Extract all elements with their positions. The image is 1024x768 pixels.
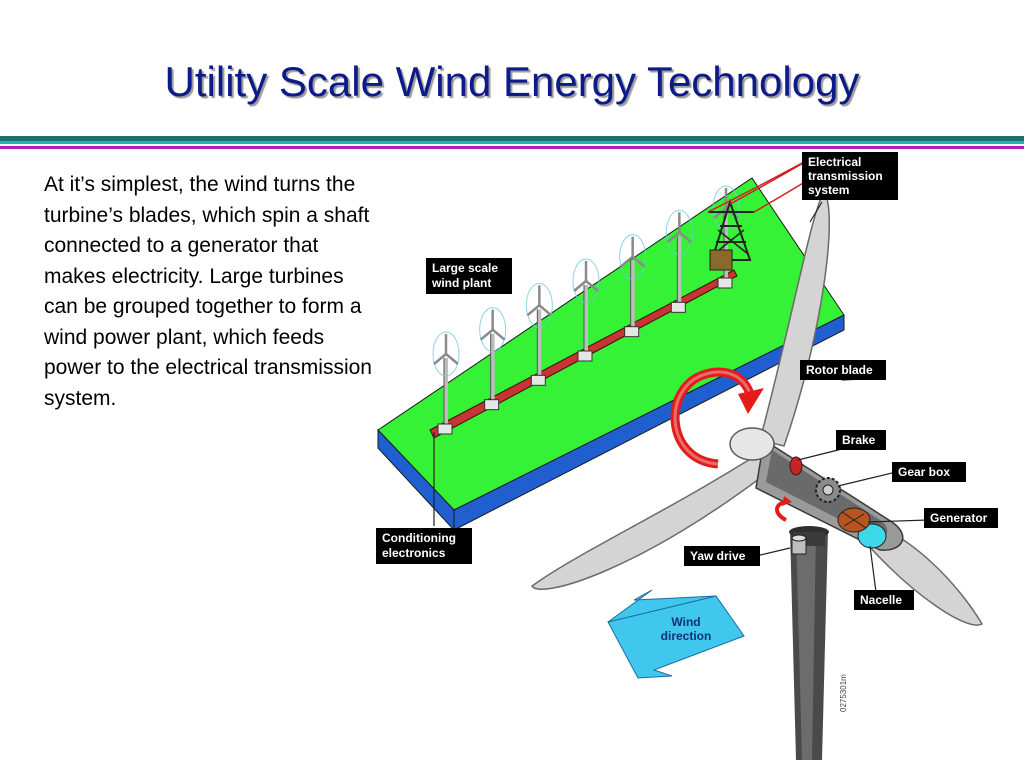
- small-turbines: [432, 185, 740, 435]
- slide-title: Utility Scale Wind Energy Technology: [164, 58, 860, 105]
- svg-text:Rotor blade: Rotor blade: [806, 363, 873, 377]
- title-divider-teal: [0, 136, 1024, 141]
- big-turbine-nacelle: [729, 427, 904, 551]
- svg-text:Yaw drive: Yaw drive: [690, 549, 746, 563]
- label-gear-box: Gear box: [892, 462, 966, 482]
- wind-direction-arrow: Wind direction: [607, 589, 745, 679]
- label-electrical-transmission: Electrical transmission system: [802, 152, 898, 200]
- svg-text:Generator: Generator: [930, 511, 988, 525]
- transmission-tower: [707, 157, 819, 271]
- svg-text:Brake: Brake: [842, 433, 876, 447]
- svg-text:electronics: electronics: [382, 546, 446, 560]
- svg-text:transmission: transmission: [808, 169, 883, 183]
- svg-text:Nacelle: Nacelle: [860, 593, 902, 607]
- small-turbine: [479, 307, 507, 411]
- yaw-rotation-arrow: [775, 496, 792, 522]
- big-turbine-tower: [789, 526, 829, 760]
- small-turbine: [525, 282, 553, 386]
- title-divider-magenta: [0, 146, 1024, 149]
- svg-text:system: system: [808, 183, 849, 197]
- label-conditioning-electronics: Conditioning electronics: [376, 528, 472, 564]
- svg-text:Gear box: Gear box: [898, 465, 950, 479]
- yaw-drive-gear: [791, 534, 807, 555]
- svg-text:Electrical: Electrical: [808, 155, 861, 169]
- svg-text:Large scale: Large scale: [432, 261, 498, 275]
- label-generator: Generator: [924, 508, 998, 528]
- figure-code: 0275301m: [839, 674, 848, 712]
- small-turbine: [432, 331, 460, 435]
- slide-body-text: At it’s simplest, the wind turns the tur…: [44, 173, 372, 410]
- title-divider-cyan: [0, 141, 1024, 144]
- svg-text:Conditioning: Conditioning: [382, 531, 456, 545]
- small-turbine: [665, 209, 693, 313]
- wind-turbine-diagram: Wind direction Electrical transmission s…: [376, 152, 998, 760]
- label-large-scale-wind-plant: Large scale wind plant: [426, 258, 512, 294]
- small-turbine: [572, 258, 600, 362]
- small-turbine: [619, 234, 647, 338]
- label-yaw-drive: Yaw drive: [684, 546, 760, 566]
- wind-label-line1: Wind: [671, 615, 700, 629]
- rotation-arrow: [670, 367, 764, 469]
- label-brake: Brake: [836, 430, 886, 450]
- label-rotor-blade: Rotor blade: [800, 360, 886, 380]
- svg-text:wind plant: wind plant: [431, 276, 491, 290]
- label-nacelle: Nacelle: [854, 590, 914, 610]
- wind-label-line2: direction: [661, 629, 712, 643]
